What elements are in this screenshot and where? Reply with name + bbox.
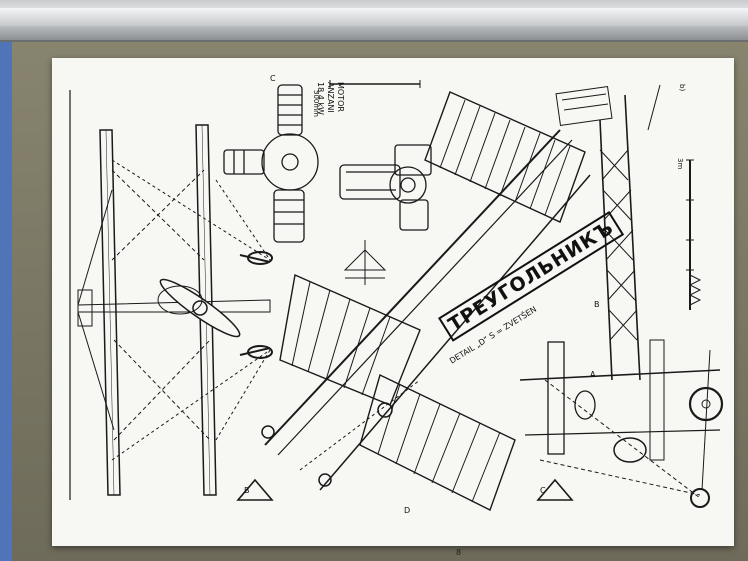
vertical-scale-bar: [686, 159, 702, 310]
page-number: 8: [456, 548, 462, 557]
detail-d-drawing: [343, 240, 387, 285]
section-label-a: A: [590, 370, 596, 379]
engine-drawing: [223, 84, 432, 243]
scale-label-2: 3m: [676, 158, 684, 170]
section-triangle-b: [236, 478, 274, 501]
section-label-b: B: [244, 486, 250, 495]
blue-wall-edge: [0, 40, 12, 561]
side-elevation: [519, 84, 724, 508]
motor-label-line-1: MOTOR: [336, 82, 345, 112]
drawing-sheet: [52, 58, 734, 546]
top-view-biplane: [77, 124, 273, 496]
section-label-b-side: B: [594, 300, 600, 309]
side-wing-view: [261, 91, 591, 511]
corner-label: b): [678, 84, 686, 92]
section-label-c: C: [540, 486, 546, 495]
section-label-d: D: [404, 506, 411, 515]
motor-label-line-2: ANZANI: [326, 82, 335, 113]
section-triangle-c: [536, 478, 574, 501]
scale-label: 500mm: [312, 90, 320, 117]
section-label-c-top: C: [270, 74, 276, 83]
frame-rail-highlight: [0, 8, 748, 26]
frame-rail: [0, 0, 748, 42]
